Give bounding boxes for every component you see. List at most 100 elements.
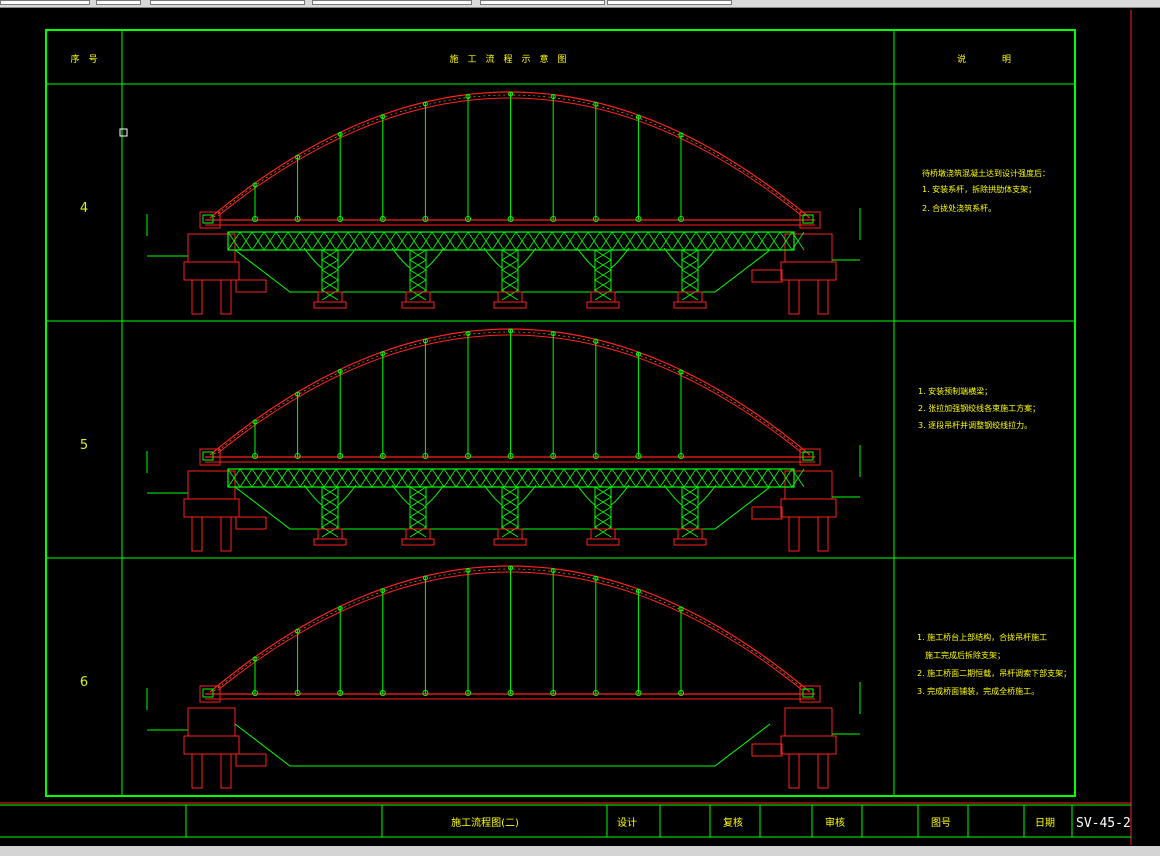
truss-member [479, 231, 493, 251]
tower-arch [483, 484, 503, 506]
hanger-anchor [550, 568, 556, 574]
tower-arch [303, 247, 323, 269]
tower-brace [681, 506, 699, 518]
tower-brace [681, 516, 699, 528]
springing-block [802, 451, 814, 461]
tower-brace [321, 496, 339, 508]
approve-label: 审核 [825, 816, 845, 829]
truss-member [383, 468, 397, 488]
tower-brace [594, 259, 612, 271]
hanger-anchor [550, 216, 557, 222]
truss-member [671, 468, 685, 488]
toolbar-field[interactable] [480, 0, 605, 5]
toolbar-field[interactable] [312, 0, 472, 5]
truss-member [227, 468, 241, 488]
pile [817, 753, 829, 789]
hanger-anchor [635, 351, 641, 357]
truss-member [791, 468, 805, 488]
truss-member [251, 231, 265, 251]
truss-member [527, 231, 541, 251]
hanger-anchor [678, 453, 684, 459]
pile-cap [183, 261, 240, 281]
truss-member [419, 468, 433, 488]
pile-cap [780, 735, 837, 755]
truss-member [779, 231, 793, 251]
stage-notes: 待桥墩浇筑混凝土达到设计强度后： 1. 安装系杆，拆除拱肋体支架； 2. 合拢处… [922, 168, 1050, 213]
truss-member [347, 468, 361, 488]
hanger-anchor [635, 588, 641, 594]
hanger-anchor [635, 453, 642, 459]
truss-member [551, 231, 565, 251]
tower-brace [501, 486, 519, 498]
pile [817, 516, 829, 552]
tower-brace [681, 259, 699, 271]
hanger-anchor [550, 94, 556, 100]
hanger-anchor [252, 216, 258, 222]
springing-block [199, 685, 221, 703]
drawing-canvas[interactable]: 序 号 施 工 流 程 示 意 图 说 明 4 5 6 待桥墩浇筑混凝土达到设计… [0, 8, 1160, 846]
tower-brace [501, 249, 519, 261]
hanger-anchor [465, 216, 471, 222]
hanger-anchor [678, 132, 684, 138]
toolbar-field[interactable] [607, 0, 732, 5]
tower-brace [409, 249, 427, 261]
truss-member [419, 231, 433, 251]
truss-member [743, 231, 757, 251]
hanger-anchor [337, 690, 344, 696]
tower-brace [321, 269, 339, 281]
truss-member [239, 231, 253, 251]
tower-brace [321, 259, 339, 271]
pile [788, 753, 800, 789]
truss-member [251, 468, 265, 488]
hanger-anchor [550, 453, 557, 459]
tower-arch [337, 484, 357, 506]
tower-arch [391, 484, 411, 506]
scaffold-tower [594, 249, 612, 293]
hanger-anchor [379, 453, 386, 459]
truss-member [527, 468, 541, 488]
date-label: 日期 [1035, 817, 1055, 829]
springing-block [799, 448, 821, 466]
truss-member [287, 468, 301, 488]
truss-member [767, 468, 781, 488]
truss-member [311, 231, 325, 251]
cad-drawing[interactable]: 序 号 施 工 流 程 示 意 图 说 明 4 5 6 待桥墩浇筑混凝土达到设计… [0, 8, 1160, 846]
tower-footing [401, 301, 435, 309]
ground-block [751, 269, 783, 283]
truss-member [395, 231, 409, 251]
truss-member [779, 468, 793, 488]
toolbar-field[interactable] [150, 0, 305, 5]
tower-brace [594, 279, 612, 291]
hanger-anchor [252, 419, 258, 425]
truss-member [587, 468, 601, 488]
tower-brace [321, 516, 339, 528]
hanger-anchor [337, 131, 343, 137]
truss-member [659, 468, 673, 488]
hanger-anchor [593, 338, 599, 344]
abutment [784, 233, 833, 263]
tower-footing [497, 528, 523, 540]
truss-member [335, 468, 349, 488]
truss-member [299, 468, 313, 488]
springing-block [199, 448, 221, 466]
hanger-anchor [295, 628, 301, 634]
springing-block [199, 211, 221, 229]
tower-brace [409, 486, 427, 498]
arch-rib-inner [217, 97, 803, 217]
hanger-anchor [678, 216, 684, 222]
hanger-anchor [508, 328, 514, 334]
tower-brace [409, 259, 427, 271]
toolbar-field[interactable] [96, 0, 141, 5]
ground-block [235, 516, 267, 530]
hanger-anchor [678, 369, 684, 375]
hanger-anchor [422, 575, 428, 581]
tower-brace [409, 506, 427, 518]
tower-footing [405, 291, 431, 303]
status-bar [0, 846, 1160, 856]
hanger-anchor [337, 453, 344, 459]
toolbar-field[interactable] [0, 0, 90, 5]
truss-member [335, 231, 349, 251]
truss-member [683, 468, 697, 488]
figure-no-label: 图号 [931, 817, 951, 829]
abutment [187, 707, 236, 737]
